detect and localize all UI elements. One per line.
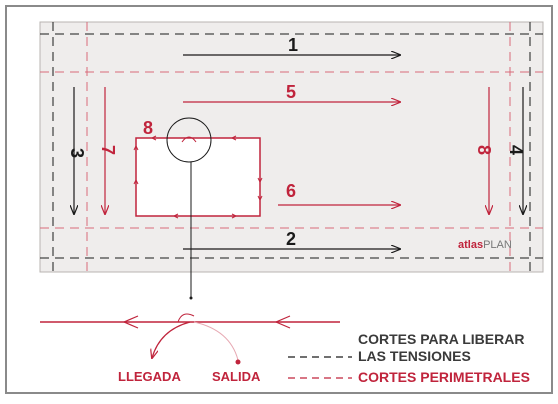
cut-label-7: 7	[98, 145, 118, 155]
legend-perimeter: CORTES PERIMETRALES	[358, 369, 530, 385]
cut-label-2: 2	[286, 229, 296, 249]
brand-light: PLAN	[483, 239, 512, 251]
opening	[135, 137, 261, 217]
arrival-label: LLEGADA	[118, 369, 181, 384]
brand-bold: atlas	[458, 239, 483, 251]
cut-label-4: 4	[506, 145, 526, 155]
perimeter-cut-lines	[40, 22, 543, 272]
cut-label-3: 3	[67, 148, 87, 158]
cut-label-8-right: 8	[474, 145, 494, 155]
departure-dot	[235, 359, 241, 365]
cut-label-5: 5	[286, 82, 296, 102]
detail-magnifier	[166, 117, 212, 163]
legend-tension-line1: CORTES PARA LIBERAR	[358, 331, 524, 347]
cut-label-6: 6	[286, 181, 296, 201]
tension-cut-lines	[40, 22, 543, 272]
arrival-curve	[152, 321, 191, 358]
opening-direction-ticks	[133, 135, 263, 219]
detail-arrow-left	[122, 315, 139, 329]
detail-arrow-right	[274, 315, 291, 329]
legend-tension-line2: LAS TENSIONES	[358, 348, 471, 364]
departure-curve	[193, 321, 239, 361]
brand-logo: atlasPLAN	[458, 239, 512, 251]
leader-dot	[189, 296, 193, 300]
cut-label-1: 1	[288, 35, 298, 55]
departure-label: SALIDA	[212, 369, 261, 384]
detail-corner-curve	[181, 136, 197, 143]
cut-label-8-left: 8	[143, 118, 153, 138]
arrival-hook	[177, 313, 195, 323]
slab-panel	[39, 21, 544, 273]
